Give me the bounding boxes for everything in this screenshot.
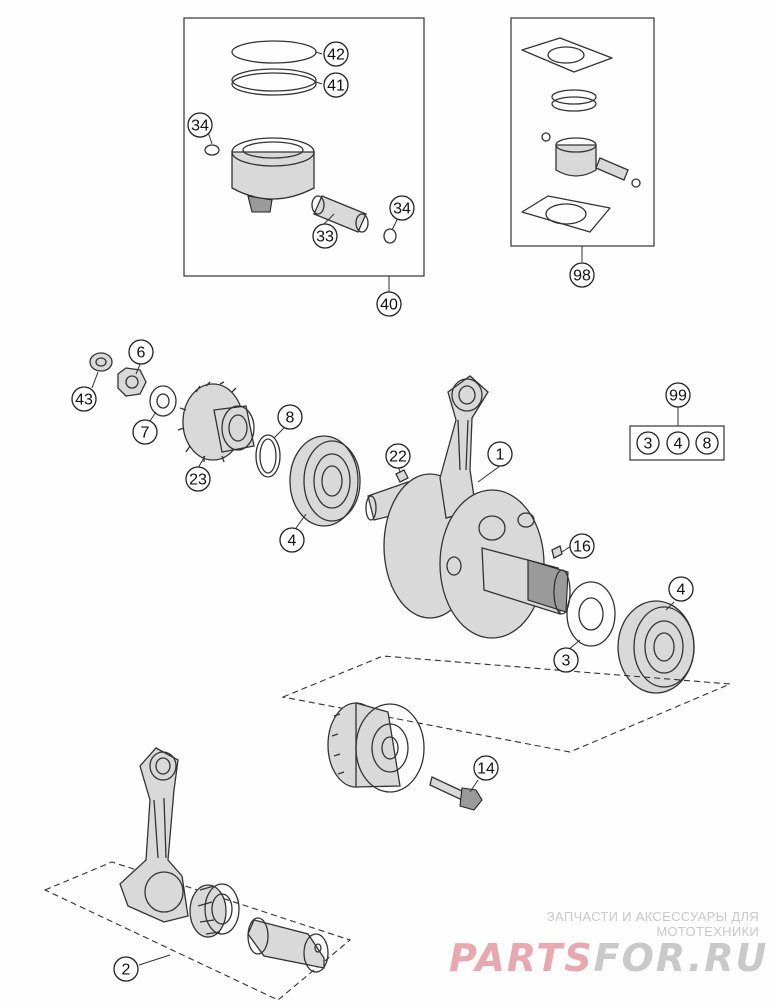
ring-8 [255,434,281,478]
callout-98: 98 [569,262,595,288]
svg-text:8: 8 [703,436,712,453]
callout-99-8: 8 [695,431,719,455]
small-pin [595,157,629,181]
rotor-assembly-plane [281,655,731,753]
gear-23 [177,381,255,463]
piston-ring-bottom [231,68,317,92]
svg-text:43: 43 [75,392,93,409]
callout-22: 22 [385,443,411,469]
callout-4: 4 [668,576,694,602]
svg-text:8: 8 [286,410,295,427]
circlip-left [204,144,220,156]
callout-42: 42 [323,41,349,67]
crank-pin [247,917,329,973]
piston-ring-top [231,40,317,64]
washer-7 [149,385,177,417]
svg-text:6: 6 [137,345,146,362]
svg-text:34: 34 [191,118,209,135]
svg-text:4: 4 [674,436,683,453]
svg-text:14: 14 [477,761,495,778]
kit-99 [629,406,725,461]
watermark: ЗАПЧАСТИ И АКСЕССУАРЫ ДЛЯ МОТОТЕХНИКИ PA… [449,909,766,980]
callout-99: 99 [665,382,691,408]
callout-16: 16 [569,533,595,559]
woodruff-key-16 [551,545,563,559]
callout-34: 34 [389,195,415,221]
small-ring-top [551,89,597,105]
svg-text:40: 40 [380,297,398,314]
svg-text:98: 98 [573,268,591,285]
callout-99-4: 4 [666,431,690,455]
callout-3: 3 [553,647,579,673]
bolt-14 [429,776,483,811]
svg-text:99: 99 [669,388,687,405]
svg-text:3: 3 [644,436,653,453]
svg-text:4: 4 [677,582,686,599]
callout-23: 23 [185,466,211,492]
svg-text:23: 23 [189,472,207,489]
base-gasket [521,195,611,233]
bearing-4-left [289,435,361,527]
watermark-logo: PARTSFOR.RU [449,936,766,980]
svg-text:4: 4 [288,533,297,550]
svg-text:42: 42 [327,47,345,64]
watermark-brand-part2: FOR.RU [593,936,769,980]
callout-6: 6 [128,339,154,365]
bearing-4-right [617,600,695,694]
conrod-kit-plane [43,861,352,1001]
crankshaft [365,375,571,639]
callout-99-3: 3 [636,431,660,455]
svg-text:2: 2 [122,962,131,979]
svg-text:1: 1 [496,447,505,464]
circlip-right [383,228,397,244]
callout-1: 1 [487,441,513,467]
gasket-kit-box [510,17,655,262]
svg-text:7: 7 [141,425,150,442]
callout-8: 8 [277,404,303,430]
piston-kit-box [183,17,425,292]
needle-bearing [189,883,240,938]
callout-7: 7 [132,419,158,445]
piston-pin [311,195,369,233]
watermark-brand-part1: PARTS [449,936,594,980]
svg-text:3: 3 [562,653,571,670]
svg-text:41: 41 [327,78,345,95]
callout-40: 40 [376,291,402,317]
flywheel-rotor [327,702,425,793]
watermark-subtitle: ЗАПЧАСТИ И АКСЕССУАРЫ ДЛЯ МОТОТЕХНИКИ [546,909,759,939]
svg-text:34: 34 [393,201,411,218]
callout-2: 2 [113,956,139,982]
small-piston [555,137,597,177]
callout-14: 14 [473,755,499,781]
callout-34: 34 [187,112,213,138]
shim-3 [566,581,616,647]
svg-text:33: 33 [316,229,334,246]
piston [231,137,315,213]
svg-text:22: 22 [389,449,407,466]
svg-text:16: 16 [573,539,591,556]
connecting-rod [119,747,189,923]
callout-33: 33 [312,223,338,249]
callout-43: 43 [71,386,97,412]
head-gasket [521,37,613,73]
callout-4: 4 [279,527,305,553]
oil-seal-43 [89,352,113,372]
woodruff-key-22 [395,469,409,483]
callout-41: 41 [323,72,349,98]
nut-6 [117,367,147,397]
